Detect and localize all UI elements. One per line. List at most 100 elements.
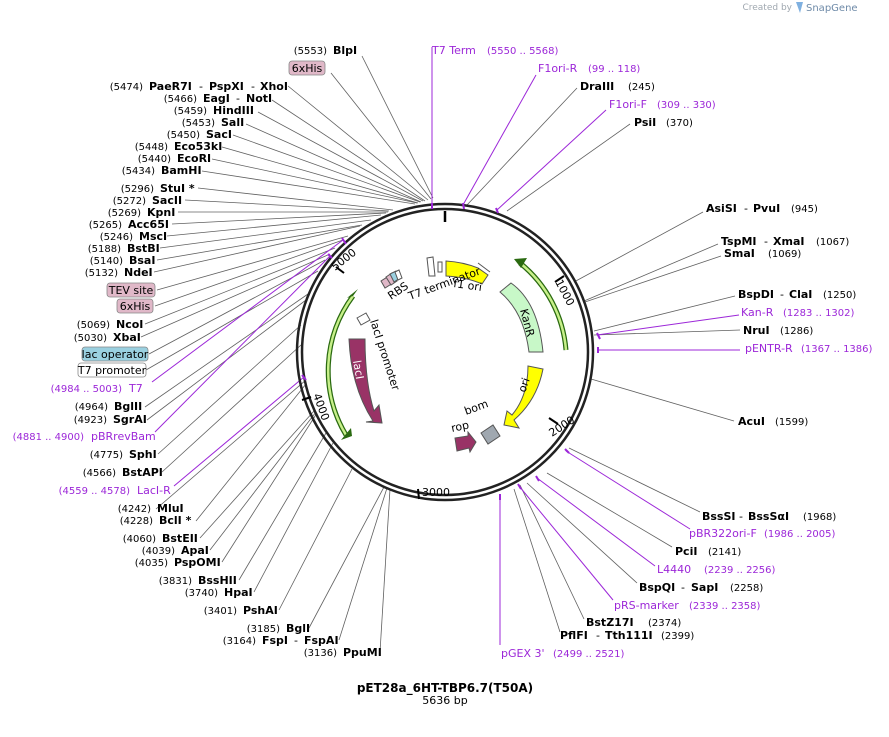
svg-text:(2141): (2141) xyxy=(708,547,741,558)
svg-text:(4775): (4775) xyxy=(90,450,123,461)
svg-text:(1283 .. 1302): (1283 .. 1302) xyxy=(783,308,855,319)
svg-text:(3740): (3740) xyxy=(185,588,218,599)
tick-1000 xyxy=(554,275,565,283)
svg-text:(4923): (4923) xyxy=(74,415,107,426)
primer-marks xyxy=(301,202,601,500)
site-pspxi: PspXI xyxy=(209,80,244,93)
site-bsteii: BstEII xyxy=(162,532,198,545)
site-pflfi: PflFI xyxy=(560,629,588,642)
svg-text:-: - xyxy=(739,510,743,523)
site-eco53ki: Eco53kI xyxy=(174,140,222,153)
site-clai: ClaI xyxy=(789,288,812,301)
svg-text:(5265): (5265) xyxy=(89,220,122,231)
svg-text:-: - xyxy=(236,92,240,105)
plasmid-size: 5636 bp xyxy=(422,694,467,707)
svg-text:(5188): (5188) xyxy=(88,244,121,255)
primer-t7: T7 xyxy=(128,382,143,395)
primer-pbrrevbam: pBRrevBam xyxy=(91,430,156,443)
primer-pgex-3: pGEX 3' xyxy=(501,647,545,660)
left-site-labels: (5553) BlpI (5474) PaeR7I - PspXI - XhoI… xyxy=(74,44,382,659)
rop-feature xyxy=(454,430,477,454)
site-pvui: PvuI xyxy=(753,202,780,215)
kanr-label: KanR xyxy=(517,307,537,338)
svg-text:(3164): (3164) xyxy=(223,636,256,647)
svg-text:(4964): (4964) xyxy=(75,402,108,413)
primer-connector-lines xyxy=(151,47,740,645)
backbone-outer xyxy=(295,202,595,502)
svg-text:(4228): (4228) xyxy=(120,516,153,527)
box-t7-promoter: T7 promoter xyxy=(77,364,147,377)
site-bsshii: BssHII xyxy=(198,574,237,587)
svg-text:(1968): (1968) xyxy=(803,512,836,523)
site-ndei: NdeI xyxy=(124,266,153,279)
svg-text:(5272): (5272) xyxy=(113,196,146,207)
site-bglii: BglII xyxy=(114,400,142,413)
primer-l4440: L4440 xyxy=(657,563,691,576)
green-arc-arrow-left xyxy=(341,428,352,440)
left-primer-labels: (4984 .. 5003) T7 (4881 .. 4900) pBRrevB… xyxy=(13,382,172,497)
svg-text:(4060): (4060) xyxy=(123,534,156,545)
svg-text:(4984 .. 5003): (4984 .. 5003) xyxy=(51,384,123,395)
site-pcii: PciI xyxy=(675,545,697,558)
site-stui: StuI * xyxy=(160,182,195,195)
svg-text:(1286): (1286) xyxy=(780,326,813,337)
laci-feature xyxy=(348,338,383,424)
svg-text:(5474): (5474) xyxy=(110,82,143,93)
svg-text:(99 .. 118): (99 .. 118) xyxy=(588,64,640,75)
svg-text:(3401): (3401) xyxy=(204,606,237,617)
svg-text:(4559 .. 4578): (4559 .. 4578) xyxy=(59,486,131,497)
svg-text:(1986 .. 2005): (1986 .. 2005) xyxy=(764,529,836,540)
site-xbai: XbaI xyxy=(113,331,141,344)
svg-text:(5440): (5440) xyxy=(138,154,171,165)
site-saci: SacI xyxy=(206,128,232,141)
site-smai: SmaI xyxy=(724,247,755,260)
svg-text:(3136): (3136) xyxy=(304,648,337,659)
svg-text:(5448): (5448) xyxy=(135,142,168,153)
plasmid-title: pET28a_6HT-TBP6.7(T50A) xyxy=(357,681,533,696)
svg-text:(5550 .. 5568): (5550 .. 5568) xyxy=(487,46,559,57)
svg-text:(5132): (5132) xyxy=(85,268,118,279)
ori-feature xyxy=(503,365,544,429)
box-6xhis-bottom: 6xHis xyxy=(120,300,151,313)
svg-text:(5453): (5453) xyxy=(182,118,215,129)
tick-5000 xyxy=(335,266,345,274)
svg-text:-: - xyxy=(744,202,748,215)
svg-text:-: - xyxy=(764,235,768,248)
svg-text:(2239 .. 2256): (2239 .. 2256) xyxy=(704,565,776,576)
right-primer-labels: T7 Term (5550 .. 5568) F1ori-R (99 .. 11… xyxy=(431,44,873,660)
svg-text:(5140): (5140) xyxy=(90,256,123,267)
site-msci: MscI xyxy=(139,230,167,243)
tick-2000 xyxy=(548,417,559,425)
laci-promoter-label: lacI promoter xyxy=(367,318,402,392)
svg-text:(309 .. 330): (309 .. 330) xyxy=(657,100,716,111)
f1-ori-label: f1 ori xyxy=(453,277,483,294)
site-xmai: XmaI xyxy=(773,235,804,248)
site-ncoi: NcoI xyxy=(116,318,143,331)
svg-text:(5069): (5069) xyxy=(77,320,110,331)
primer-laci-r: LacI-R xyxy=(137,484,171,497)
site-bspqi: BspQI xyxy=(639,581,675,594)
svg-text:-: - xyxy=(294,634,298,647)
primer-kan-r: Kan-R xyxy=(741,306,774,319)
svg-text:(5466): (5466) xyxy=(164,94,197,105)
svg-text:-: - xyxy=(596,629,600,642)
svg-text:(5296): (5296) xyxy=(121,184,154,195)
green-arc-arrow-right xyxy=(514,258,527,268)
box-lac-operator: lac operator xyxy=(82,348,149,361)
primer-pentr-r: pENTR-R xyxy=(745,342,793,355)
svg-text:(5246): (5246) xyxy=(100,232,133,243)
site-apai: ApaI xyxy=(181,544,209,557)
bom-label: bom xyxy=(463,397,490,418)
site-bspdi: BspDI xyxy=(738,288,774,301)
laci-promoter-feature xyxy=(356,312,371,326)
site-draiii: DraIII xyxy=(580,80,614,93)
svg-text:(4035): (4035) xyxy=(135,558,168,569)
site-bsssai: BssSαI xyxy=(748,510,789,523)
svg-text:(1599): (1599) xyxy=(775,417,808,428)
site-bgli: BglI xyxy=(286,622,310,635)
tick-4000 xyxy=(301,396,312,401)
snapgene-logo-icon xyxy=(796,2,803,13)
t7-terminator-feature xyxy=(426,256,436,277)
svg-text:(370): (370) xyxy=(666,118,693,129)
